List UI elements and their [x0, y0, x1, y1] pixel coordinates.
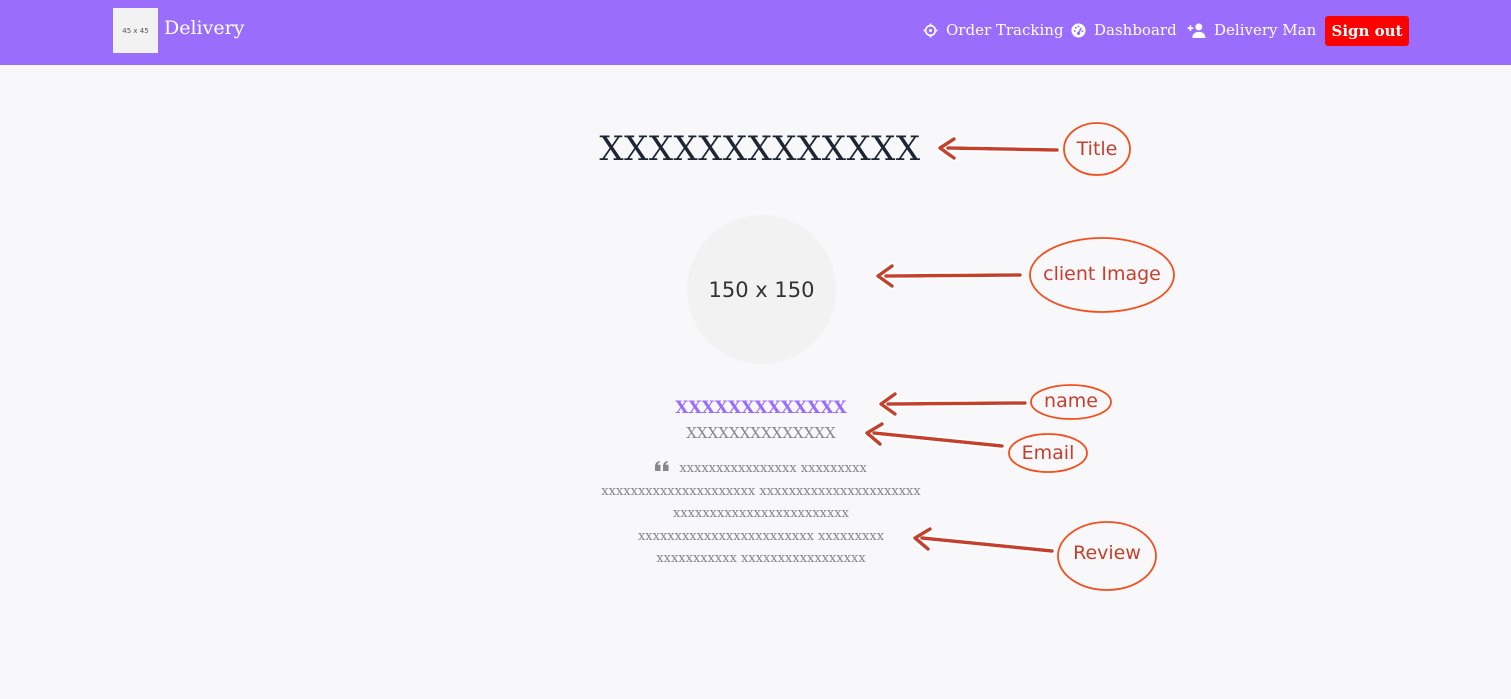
client-image: 150 x 150 [687, 215, 836, 364]
crosshair-icon [923, 22, 938, 38]
review-line: xxxxxxxxxxxxxxxx xxxxxxxxx [551, 458, 971, 481]
title-arrow [938, 137, 1059, 160]
user-plus-icon [1187, 22, 1206, 38]
review-text-line-4: xxxxxxxxxxxxxxxxxxxxxxxx xxxxxxxxx [637, 528, 885, 544]
dashboard-icon [1071, 22, 1086, 38]
title-annotation-label: Title [1076, 138, 1118, 160]
top-navbar: 45 x 45 Delivery Order Tracking Dashboar… [0, 0, 1511, 65]
client-image-annotation-ellipse [1029, 237, 1175, 313]
client-image-arrow [876, 264, 1022, 288]
name-annotation-ellipse [1030, 384, 1112, 420]
review-annotation-label: Review [1073, 542, 1141, 564]
nav-order-tracking-label: Order Tracking [946, 21, 1064, 39]
name-annotation-label: name [1044, 390, 1098, 412]
review-text-line-1: xxxxxxxxxxxxxxxx xxxxxxxxx [679, 461, 867, 476]
nav-dashboard[interactable]: Dashboard [1071, 19, 1177, 41]
title-annotation-ellipse [1063, 122, 1131, 176]
quote-icon [655, 461, 669, 471]
name-arrow [879, 392, 1027, 416]
review-annotation-ellipse [1057, 521, 1157, 591]
email-annotation-label: Email [1021, 442, 1075, 464]
client-name: XXXXXXXXXXXXX [675, 398, 847, 418]
email-annotation-ellipse [1008, 433, 1088, 473]
review-arrow [913, 527, 1054, 553]
brand-logo[interactable]: 45 x 45 [113, 8, 158, 53]
brand-name[interactable]: Delivery [164, 17, 245, 39]
nav-delivery-man[interactable]: Delivery Man [1187, 19, 1316, 41]
nav-delivery-man-label: Delivery Man [1214, 21, 1317, 39]
client-email: XXXXXXXXXXXXXX [686, 424, 836, 442]
review-text-line-3: xxxxxxxxxxxxxxxxxxxxxxxx [673, 506, 849, 521]
nav-order-tracking[interactable]: Order Tracking [923, 19, 1064, 41]
review-text-line-2: xxxxxxxxxxxxxxxxxxxxx xxxxxxxxxxxxxxxxxx… [601, 483, 921, 499]
sign-out-button[interactable]: Sign out [1325, 16, 1409, 46]
review-text-line-5: xxxxxxxxxxx xxxxxxxxxxxxxxxxx [656, 551, 866, 566]
client-image-annotation-label: client Image [1043, 263, 1161, 285]
page-title: XXXXXXXXXXXXX [599, 129, 921, 169]
email-arrow [865, 422, 1004, 448]
client-review: xxxxxxxxxxxxxxxx xxxxxxxxx xxxxxxxxxxxxx… [551, 458, 971, 571]
nav-dashboard-label: Dashboard [1094, 21, 1177, 39]
